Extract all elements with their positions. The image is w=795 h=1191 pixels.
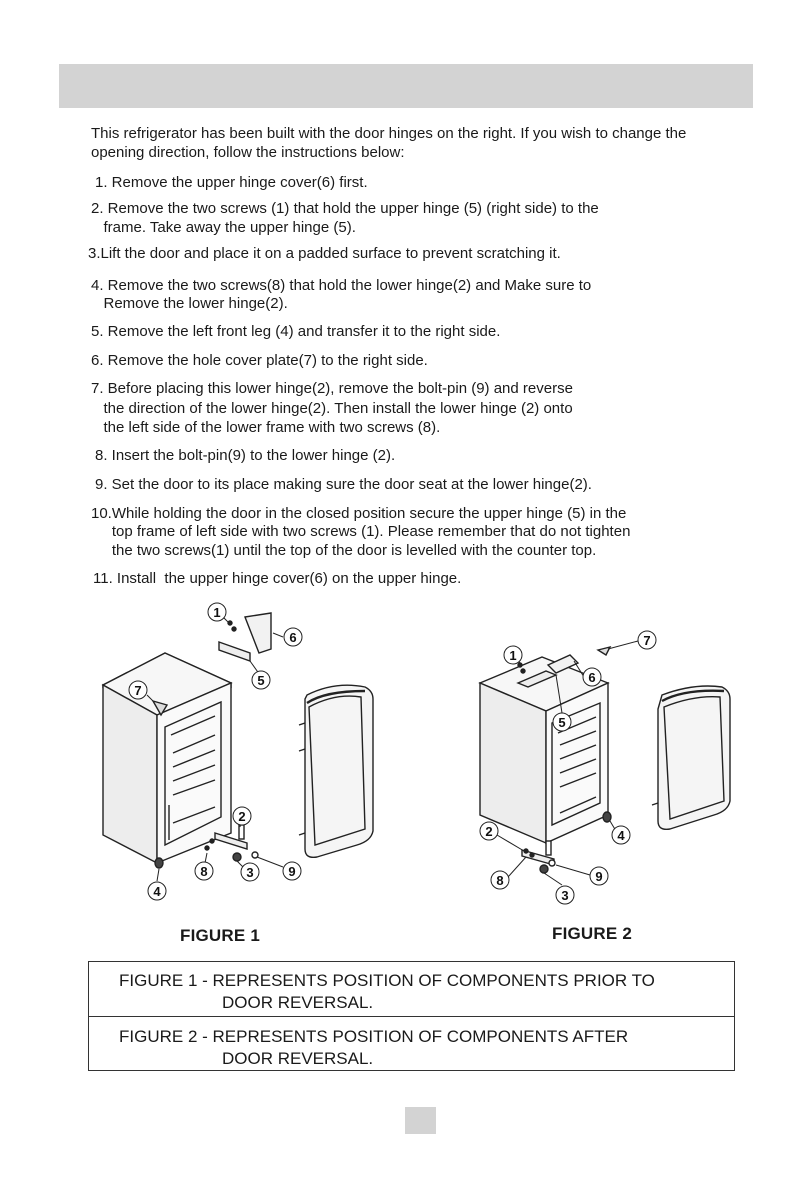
step-11: 11. Install the upper hinge cover(6) on … [93, 570, 462, 587]
legend-row-1-line-1: FIGURE 1 - REPRESENTS POSITION OF COMPON… [119, 971, 655, 990]
figure-legend-box: FIGURE 1 - REPRESENTS POSITION OF COMPON… [88, 961, 735, 1071]
callout-7: 7 [134, 683, 141, 698]
callout-4: 4 [617, 828, 625, 843]
legend-row-1: FIGURE 1 - REPRESENTS POSITION OF COMPON… [89, 970, 734, 1014]
legend-row-2: FIGURE 2 - REPRESENTS POSITION OF COMPON… [89, 1026, 734, 1070]
legend-row-2-line-2: DOOR REVERSAL. [222, 1049, 374, 1068]
callout-2: 2 [238, 809, 245, 824]
figure-1-illustration: 1 6 5 7 2 8 3 9 4 [101, 602, 374, 901]
step-8: 8. Insert the bolt-pin(9) to the lower h… [95, 447, 396, 464]
callout-9: 9 [288, 864, 295, 879]
step-10-line-3: the two screws(1) until the top of the d… [91, 542, 597, 559]
header-bar [59, 64, 753, 108]
callout-8: 8 [200, 864, 207, 879]
callout-6: 6 [289, 630, 296, 645]
callout-1: 1 [509, 648, 516, 663]
step-10-line-2: top frame of left side with two screws (… [91, 523, 631, 540]
step-9: 9. Set the door to its place making sure… [95, 476, 592, 493]
callout-9: 9 [595, 869, 602, 884]
callout-5: 5 [558, 715, 565, 730]
figure-2-illustration: 1 6 7 5 2 4 8 9 3 [478, 630, 731, 905]
step-2-line-2: frame. Take away the upper hinge (5). [91, 219, 356, 236]
step-10-line-1: 10.While holding the door in the closed … [91, 505, 627, 522]
step-1: 1. Remove the upper hinge cover(6) first… [95, 174, 368, 191]
callout-2: 2 [485, 824, 492, 839]
step-5: 5. Remove the left front leg (4) and tra… [91, 323, 501, 340]
step-4-line-2: Remove the lower hinge(2). [91, 295, 288, 312]
callout-8: 8 [496, 873, 503, 888]
callout-3: 3 [246, 865, 253, 880]
callout-7: 7 [643, 633, 650, 648]
step-7-line-3: the left side of the lower frame with tw… [91, 419, 441, 436]
page-number-box [405, 1107, 436, 1134]
callout-6: 6 [588, 670, 595, 685]
callout-3: 3 [561, 888, 568, 903]
step-6: 6. Remove the hole cover plate(7) to the… [91, 352, 428, 369]
callout-1: 1 [213, 605, 220, 620]
step-7-line-2: the direction of the lower hinge(2). The… [91, 400, 573, 417]
step-4-line-1: 4. Remove the two screws(8) that hold th… [91, 277, 592, 294]
callout-5: 5 [257, 673, 264, 688]
intro-text: This refrigerator has been built with th… [91, 125, 687, 161]
figure-1-caption: FIGURE 1 [180, 926, 261, 945]
legend-divider [89, 1016, 734, 1017]
step-2-line-1: 2. Remove the two screws (1) that hold t… [91, 200, 599, 217]
step-3: 3.Lift the door and place it on a padded… [88, 245, 561, 262]
figure-2-caption: FIGURE 2 [552, 924, 633, 943]
legend-row-2-line-1: FIGURE 2 - REPRESENTS POSITION OF COMPON… [119, 1027, 629, 1046]
legend-row-1-line-2: DOOR REVERSAL. [222, 993, 374, 1012]
step-7-line-1: 7. Before placing this lower hinge(2), r… [91, 380, 573, 397]
callout-4: 4 [153, 884, 161, 899]
